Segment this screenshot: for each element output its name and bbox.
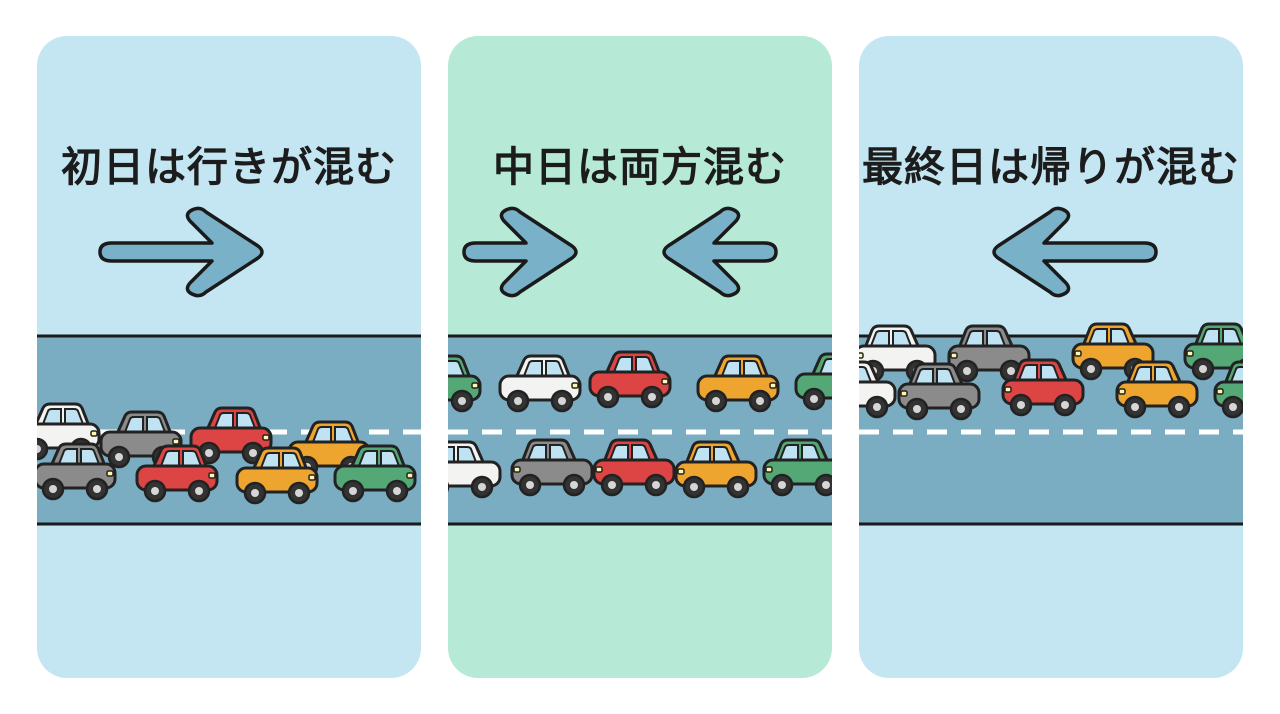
panel-first-day: 初日は行きが混む <box>37 36 421 678</box>
panel-last-day: 最終日は帰りが混む <box>859 36 1243 678</box>
car-icon <box>448 354 482 413</box>
car-icon <box>287 420 371 479</box>
car-icon <box>859 360 897 419</box>
car-icon <box>1115 360 1199 419</box>
car-icon <box>794 352 832 411</box>
arrow-right-icon <box>462 206 578 298</box>
arrow-left-icon <box>992 206 1158 298</box>
car-icon <box>592 438 676 497</box>
car-icon <box>762 438 832 497</box>
car-icon <box>897 362 981 421</box>
car-icon <box>235 446 319 505</box>
panel-middle-days: 中日は両方混む <box>448 36 832 678</box>
road-scene <box>859 206 1243 526</box>
car-icon <box>1183 322 1243 381</box>
car-icon <box>588 350 672 409</box>
arrow-left-icon <box>662 206 778 298</box>
car-icon <box>696 354 780 413</box>
panel-title: 最終日は帰りが混む <box>862 143 1240 191</box>
road-scene <box>37 206 421 526</box>
car-icon <box>135 444 219 503</box>
car-icon <box>947 324 1031 383</box>
road-scene <box>448 206 832 526</box>
car-icon <box>1213 360 1243 419</box>
car-icon <box>498 354 582 413</box>
car-icon <box>674 440 758 499</box>
arrow-right-icon <box>98 206 264 298</box>
panel-title: 中日は両方混む <box>493 143 787 191</box>
car-icon <box>37 442 117 501</box>
panel-title: 初日は行きが混む <box>61 143 397 191</box>
car-icon <box>510 438 594 497</box>
car-icon <box>333 444 417 503</box>
car-icon <box>448 440 502 499</box>
car-icon <box>1001 358 1085 417</box>
